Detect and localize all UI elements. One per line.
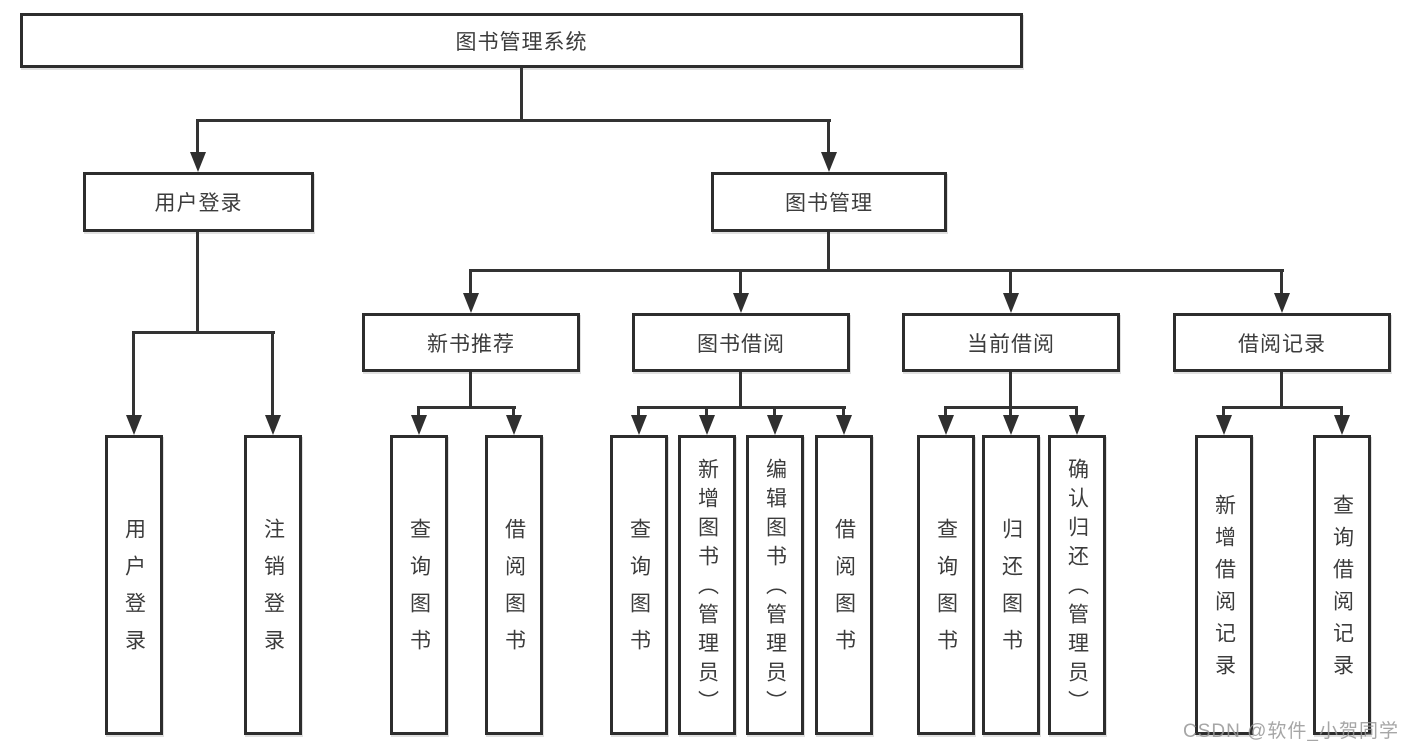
- node-borrow-records: 借阅记录: [1173, 313, 1391, 372]
- leaf-label: 新增图书（管理员）: [695, 457, 719, 719]
- connector-line: [1222, 406, 1225, 418]
- connector-line: [1009, 269, 1012, 295]
- leaf-confirm-return-admin: 确认归还（管理员）: [1048, 435, 1106, 735]
- leaf-add-borrow-record: 新增借阅记录: [1195, 435, 1253, 735]
- leaf-user-login: 用户登录: [105, 435, 163, 735]
- leaf-label: 查询图书: [934, 518, 958, 666]
- leaf-label: 借阅图书: [832, 518, 856, 666]
- arrowhead-down-icon: [1069, 415, 1085, 435]
- node-book-borrow: 图书借阅: [632, 313, 850, 372]
- connector-line: [196, 232, 199, 333]
- leaf-query-borrow-record: 查询借阅记录: [1313, 435, 1371, 735]
- leaf-label: 查询图书: [627, 518, 651, 666]
- leaf-logout: 注销登录: [244, 435, 302, 735]
- connector-line: [739, 269, 742, 295]
- arrowhead-down-icon: [1003, 293, 1019, 313]
- leaf-label: 注销登录: [261, 518, 285, 666]
- leaf-borrow-books-borrow: 借阅图书: [815, 435, 873, 735]
- connector-line: [827, 119, 830, 155]
- connector-line: [637, 406, 640, 418]
- node-user-login: 用户登录: [83, 172, 314, 232]
- arrowhead-down-icon: [1334, 415, 1350, 435]
- connector-line: [638, 406, 846, 409]
- leaf-edit-book-admin: 编辑图书（管理员）: [746, 435, 804, 735]
- node-book-management-label: 图书管理: [785, 192, 873, 215]
- connector-line: [418, 406, 516, 409]
- leaf-label: 查询借阅记录: [1330, 493, 1354, 686]
- connector-line: [842, 406, 845, 418]
- connector-line: [520, 68, 523, 121]
- connector-line: [512, 406, 515, 418]
- leaf-label: 借阅图书: [502, 518, 526, 666]
- leaf-return-books: 归还图书: [982, 435, 1040, 735]
- connector-line: [827, 232, 830, 271]
- node-book-management: 图书管理: [711, 172, 947, 232]
- connector-line: [1280, 269, 1283, 295]
- connector-line: [197, 119, 831, 122]
- arrowhead-down-icon: [190, 152, 206, 172]
- leaf-query-books-borrow: 查询图书: [610, 435, 668, 735]
- connector-line: [133, 331, 275, 334]
- leaf-label: 用户登录: [122, 518, 146, 666]
- node-new-book-recommend-label: 新书推荐: [427, 332, 515, 356]
- connector-line: [271, 331, 274, 417]
- node-book-borrow-label: 图书借阅: [697, 332, 785, 356]
- connector-line: [773, 406, 776, 418]
- leaf-label: 查询图书: [407, 518, 431, 666]
- connector-line: [1009, 406, 1012, 418]
- connector-line: [1223, 406, 1343, 409]
- connector-line: [469, 269, 472, 295]
- connector-line: [469, 372, 472, 408]
- leaf-add-book-admin: 新增图书（管理员）: [678, 435, 736, 735]
- connector-line: [705, 406, 708, 418]
- leaf-query-books-recommend: 查询图书: [390, 435, 448, 735]
- connector-line: [1280, 372, 1283, 408]
- arrowhead-down-icon: [1216, 415, 1232, 435]
- arrowhead-down-icon: [631, 415, 647, 435]
- arrowhead-down-icon: [411, 415, 427, 435]
- leaf-label: 编辑图书（管理员）: [763, 457, 787, 719]
- node-current-borrow: 当前借阅: [902, 313, 1120, 372]
- connector-line: [1009, 372, 1012, 408]
- connector-line: [470, 269, 1284, 272]
- arrowhead-down-icon: [463, 293, 479, 313]
- arrowhead-down-icon: [506, 415, 522, 435]
- leaf-label: 新增借阅记录: [1212, 493, 1236, 686]
- connector-line: [1075, 406, 1078, 418]
- node-borrow-records-label: 借阅记录: [1238, 332, 1326, 356]
- arrowhead-down-icon: [836, 415, 852, 435]
- csdn-watermark: CSDN @软件_小贺同学: [1183, 721, 1399, 742]
- leaf-label: 归还图书: [999, 518, 1023, 666]
- leaf-label: 确认归还（管理员）: [1065, 457, 1089, 719]
- node-root-label: 图书管理系统: [455, 30, 588, 54]
- arrowhead-down-icon: [821, 152, 837, 172]
- arrowhead-down-icon: [733, 293, 749, 313]
- connector-line: [417, 406, 420, 418]
- arrowhead-down-icon: [265, 415, 281, 435]
- node-root: 图书管理系统: [20, 13, 1023, 68]
- leaf-query-books-current: 查询图书: [917, 435, 975, 735]
- arrowhead-down-icon: [699, 415, 715, 435]
- arrowhead-down-icon: [767, 415, 783, 435]
- node-user-login-label: 用户登录: [154, 192, 243, 215]
- arrowhead-down-icon: [1003, 415, 1019, 435]
- arrowhead-down-icon: [1274, 293, 1290, 313]
- connector-line: [196, 119, 199, 155]
- arrowhead-down-icon: [126, 415, 142, 435]
- connector-line: [1340, 406, 1343, 418]
- node-new-book-recommend: 新书推荐: [362, 313, 580, 372]
- node-current-borrow-label: 当前借阅: [967, 332, 1055, 356]
- leaf-borrow-books-recommend: 借阅图书: [485, 435, 543, 735]
- connector-line: [132, 331, 135, 417]
- arrowhead-down-icon: [938, 415, 954, 435]
- connector-line: [739, 372, 742, 408]
- connector-line: [944, 406, 947, 418]
